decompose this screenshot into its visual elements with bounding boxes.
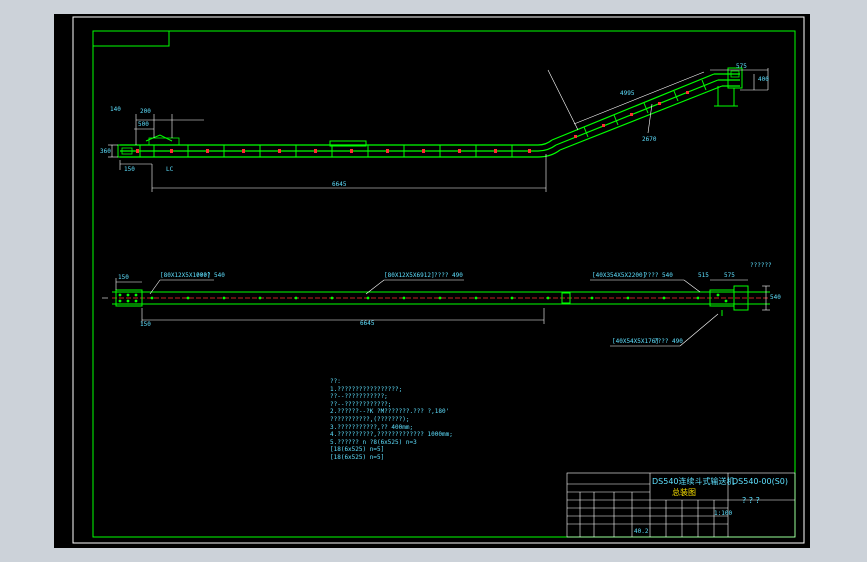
plan-dim-right-1: 515 <box>698 272 709 279</box>
plan-callout-4-note: ???? 490 <box>654 338 683 345</box>
note-line: 3.???????????,?? 400mm; <box>330 423 414 431</box>
plan-callout-1: [80X12X5X1000] <box>160 272 211 279</box>
sheet-frame <box>72 16 805 544</box>
note-line: ??--???????????; <box>330 393 388 401</box>
technical-notes: ??: 1.?????????????????; ??--???????????… <box>330 378 453 462</box>
elevation-dim-incline: 4995 <box>620 90 635 97</box>
elevation-dim-left-3: 200 <box>140 108 151 115</box>
note-line: 1.?????????????????; <box>330 385 403 393</box>
note-line: ???????????,(???????); <box>330 415 410 423</box>
title-main: DS540连续斗式输送机 <box>652 477 735 486</box>
plan-dim-left-a: 150 <box>118 274 129 281</box>
drawing-scale: 1:100 <box>714 510 733 517</box>
cad-drawing <box>72 16 805 544</box>
plan-view <box>102 278 770 347</box>
revision-tag-box <box>92 30 170 47</box>
elevation-dim-top-2: 400 <box>758 76 769 83</box>
elevation-dim-top-1: 575 <box>736 63 747 70</box>
elevation-view <box>108 67 769 192</box>
elevation-dim-base-2: LC <box>166 166 174 173</box>
plan-dim-left-b: 150 <box>140 321 151 328</box>
note-line: 5.?????? n ?8(6x525) n=3 <box>330 438 417 446</box>
note-line: 2.??????--?K ?M???????.??? ?,180' <box>330 408 450 416</box>
elevation-dim-left-2: 500 <box>138 121 149 128</box>
elevation-dim-incline-height: 2670 <box>642 136 657 143</box>
plan-dim-center: 6645 <box>360 320 375 327</box>
plan-callout-2-note: ???? 490 <box>434 272 463 279</box>
note-line: [18(6x525) n=5] <box>330 453 385 461</box>
plan-dim-right-2: 575 <box>724 272 735 279</box>
plan-callout-2: [80X12X5X6912] <box>384 272 435 279</box>
drawing-number: DS540-00(S0) <box>732 477 788 486</box>
drawing-weight: 40.2 <box>634 528 649 535</box>
drawing-border <box>92 30 796 538</box>
plan-dim-right-3: ?????? <box>750 262 772 269</box>
note-line: [18(6x525) n=5] <box>330 446 385 454</box>
plan-callout-3-note: ???? 540 <box>644 272 673 279</box>
note-line: ??--????????????; <box>330 400 392 408</box>
elevation-dim-total: 6645 <box>332 181 347 188</box>
elevation-dim-base-1: 150 <box>124 166 135 173</box>
note-line: ??: <box>330 378 341 385</box>
elevation-dim-left-height: 360 <box>100 148 111 155</box>
title-sub: 总装图 <box>672 488 696 497</box>
elevation-dim-left-1: 140 <box>110 106 121 113</box>
plan-callout-1-note: ???? 540 <box>196 272 225 279</box>
title-marks: ? ? ? <box>742 496 760 505</box>
plan-callout-3: [40X354X5X2200] <box>592 272 647 279</box>
cad-viewport[interactable]: 140 500 200 360 150 LC 6645 4995 2670 57… <box>54 14 810 548</box>
plan-dim-right-height: 540 <box>770 294 781 301</box>
note-line: 4.??????????,????????????? 1000mm; <box>330 431 453 439</box>
plan-callout-4: [40X54X5X176] <box>612 338 659 345</box>
title-block <box>566 472 796 538</box>
